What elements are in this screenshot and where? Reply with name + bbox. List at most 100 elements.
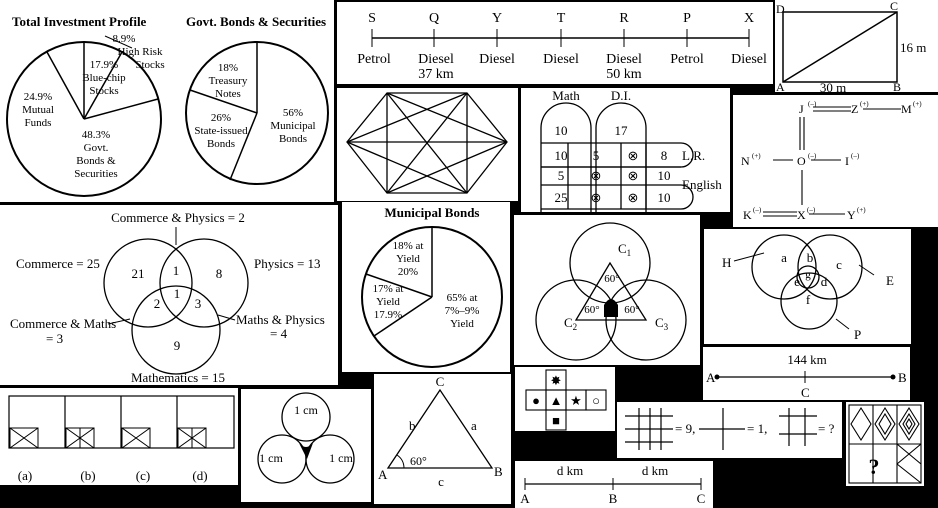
slice-label: 18% at: [393, 240, 424, 252]
pie1-divider: [83, 98, 159, 120]
table-cell: ⊗: [591, 190, 602, 205]
face-symbol: ○: [592, 393, 600, 408]
angle-label: 60°: [584, 304, 599, 316]
charge-sign: (–): [807, 206, 816, 214]
pie2-label: Notes: [215, 88, 241, 100]
width-label: 30 m: [820, 80, 846, 92]
pie1-label: 17.9%: [90, 59, 118, 71]
three-circles: [535, 222, 687, 361]
slice-label: Yield: [450, 318, 474, 330]
face-symbol: ▲: [550, 393, 563, 408]
vertex-a: A: [378, 467, 388, 482]
side-c: c: [438, 474, 444, 489]
point-a-dot: [714, 374, 720, 380]
venn-grid: [540, 102, 694, 212]
p-arrow: [835, 318, 850, 330]
center-c2: C2: [564, 315, 577, 332]
charge-bonds: [763, 106, 901, 217]
commerce-maths-label: Commerce & Maths: [10, 316, 116, 331]
pie1-label: Stocks: [135, 59, 164, 71]
pie1-divider: [46, 51, 85, 120]
equation-value: = 1,: [747, 421, 767, 436]
atom-i: I: [845, 154, 849, 168]
hep-venn-panel: H E P a b c g e d f: [704, 229, 911, 344]
charge-sign: (–): [753, 206, 762, 214]
angle-label: 60°: [410, 454, 427, 468]
lr-label: L.R.: [682, 148, 705, 163]
option-b-label: (b): [80, 468, 95, 483]
pie1-label: 24.9%: [24, 91, 52, 103]
region-d: d: [821, 274, 828, 289]
option-c-figure: [121, 427, 151, 449]
subjects-venn-panel: Commerce & Physics = 2 Commerce = 25 Phy…: [0, 205, 338, 385]
side-b: b: [409, 418, 416, 433]
dice-net-panel: ✸ ● ▲ ★ ○ ■: [515, 367, 615, 431]
charge-sign: (–): [851, 152, 860, 160]
svg-text:Petrol: Petrol: [357, 52, 391, 67]
radius-label: 1 cm: [294, 403, 318, 417]
svg-text:50 km: 50 km: [606, 67, 642, 82]
slice-label: 7%–9%: [445, 305, 480, 317]
charge-sign: (–): [808, 152, 817, 160]
pointer-arrow: [107, 318, 131, 325]
height-label: 16 m: [900, 40, 926, 55]
h-arrow: [733, 252, 765, 262]
option-b-figure: [65, 427, 95, 449]
investment-pies-panel: Total Investment Profile Govt. Bonds & S…: [0, 0, 334, 202]
point-a: A: [520, 491, 530, 506]
pie2-label: State-issued: [194, 125, 248, 137]
pie-divider: [373, 296, 433, 337]
svg-text:Diesel: Diesel: [731, 52, 767, 67]
table-cell: ⊗: [591, 168, 602, 183]
point-b: B: [609, 491, 618, 506]
region-value: 1: [174, 286, 181, 301]
pie2-divider: [189, 89, 258, 114]
pie2-label: 18%: [218, 62, 238, 74]
table-cell: ⊗: [628, 148, 639, 163]
table-cell: 10: [658, 168, 671, 183]
coins-panel: 1 cm 1 cm 1 cm: [241, 389, 371, 502]
region-value: 21: [132, 266, 145, 281]
table-cell: 25: [555, 190, 568, 205]
pie1-label: High Risk: [118, 46, 163, 58]
region-f: f: [806, 292, 811, 307]
pie1-label: Funds: [25, 117, 52, 129]
face-symbol: ●: [532, 393, 540, 408]
equation-value: = 9,: [675, 421, 695, 436]
slice-label: Yield: [396, 253, 420, 265]
svg-text:Diesel: Diesel: [606, 52, 642, 67]
maths-physics-label: Maths & Physics: [236, 312, 325, 327]
equation-value: = ?: [818, 421, 835, 436]
svg-text:Diesel: Diesel: [479, 52, 515, 67]
vertex-b: B: [494, 464, 503, 479]
face-symbol: ✸: [551, 373, 562, 388]
region-b: b: [807, 250, 814, 265]
physics-label: Physics = 13: [254, 256, 321, 271]
triangle-abc: [386, 388, 494, 469]
pie2-label: Bonds: [279, 133, 307, 145]
station-x: X Diesel: [731, 11, 767, 67]
vertex-c: C: [436, 374, 445, 389]
charges-panel: J(–) Z(+) M(+) N(+) O(–) I(–) K(–) X(–) …: [733, 95, 938, 227]
pie2-divider: [229, 112, 258, 181]
svg-text:Diesel: Diesel: [418, 52, 454, 67]
table-cell: ⊗: [628, 190, 639, 205]
charge-sign: (+): [752, 152, 761, 160]
pie1-divider: [83, 51, 123, 120]
pie1-label: Stocks: [89, 85, 118, 97]
coin-circles: [257, 392, 355, 484]
label-h: H: [722, 255, 731, 270]
slice-label: 20%: [398, 266, 418, 278]
math-heading: Math: [552, 88, 580, 103]
svg-text:Petrol: Petrol: [670, 52, 704, 67]
commerce-maths-value: = 3: [46, 331, 63, 346]
point-c: C: [801, 385, 810, 400]
svg-text:X: X: [744, 11, 754, 26]
angle-label: 60°: [604, 273, 619, 285]
slice-label: 17% at: [373, 283, 404, 295]
svg-text:R: R: [619, 11, 629, 26]
vertex-c: C: [890, 0, 898, 13]
hexagon-panel: [337, 88, 518, 201]
